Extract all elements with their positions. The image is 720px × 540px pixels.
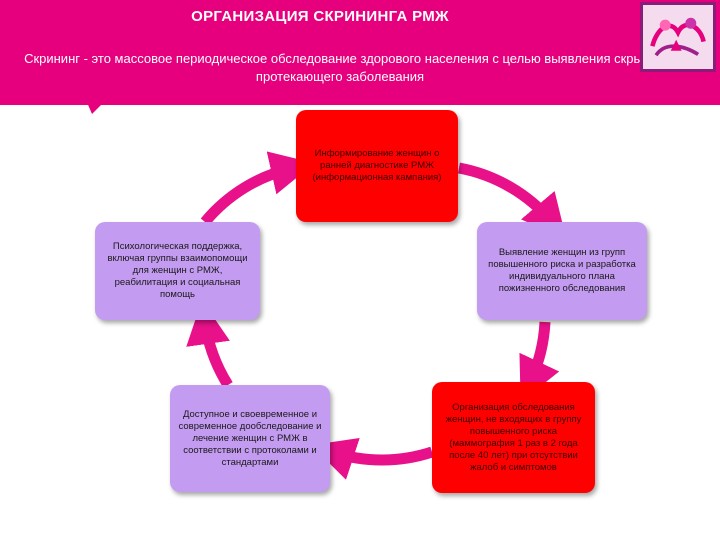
- node-high-risk-identification: Выявление женщин из групп повышенного ри…: [477, 222, 647, 320]
- node-label: Организация обследования женщин, не вход…: [445, 401, 582, 473]
- cycle-arc-3: [311, 437, 434, 480]
- cycle-arc-1: [457, 162, 567, 239]
- definition-text: Скрининг - это массовое периодическое об…: [24, 51, 656, 84]
- hands-logo-icon: [643, 5, 713, 69]
- logo: [640, 2, 716, 72]
- node-label: Доступное и своевременное и современное …: [178, 408, 322, 468]
- cycle-arc-2: [519, 321, 560, 402]
- node-treatment: Доступное и своевременное и современное …: [170, 385, 330, 492]
- node-psychological-support: Психологическая поддержка, включая групп…: [95, 222, 260, 320]
- node-label: Психологическая поддержка, включая групп…: [107, 241, 248, 300]
- header-bubble-tail: [86, 100, 106, 114]
- header-band: [0, 0, 720, 105]
- cycle-arc-5: [200, 151, 315, 226]
- node-information-campaign: Информирование женщин о ранней диагности…: [296, 110, 458, 222]
- page-title: ОРГАНИЗАЦИЯ СКРИНИНГА РМЖ: [191, 8, 449, 25]
- node-screening-organization: Организация обследования женщин, не вход…: [432, 382, 595, 493]
- node-label: Информирование женщин о ранней диагности…: [312, 148, 442, 183]
- cycle-arc-4: [186, 300, 233, 388]
- node-label: Выявление женщин из групп повышенного ри…: [488, 247, 636, 294]
